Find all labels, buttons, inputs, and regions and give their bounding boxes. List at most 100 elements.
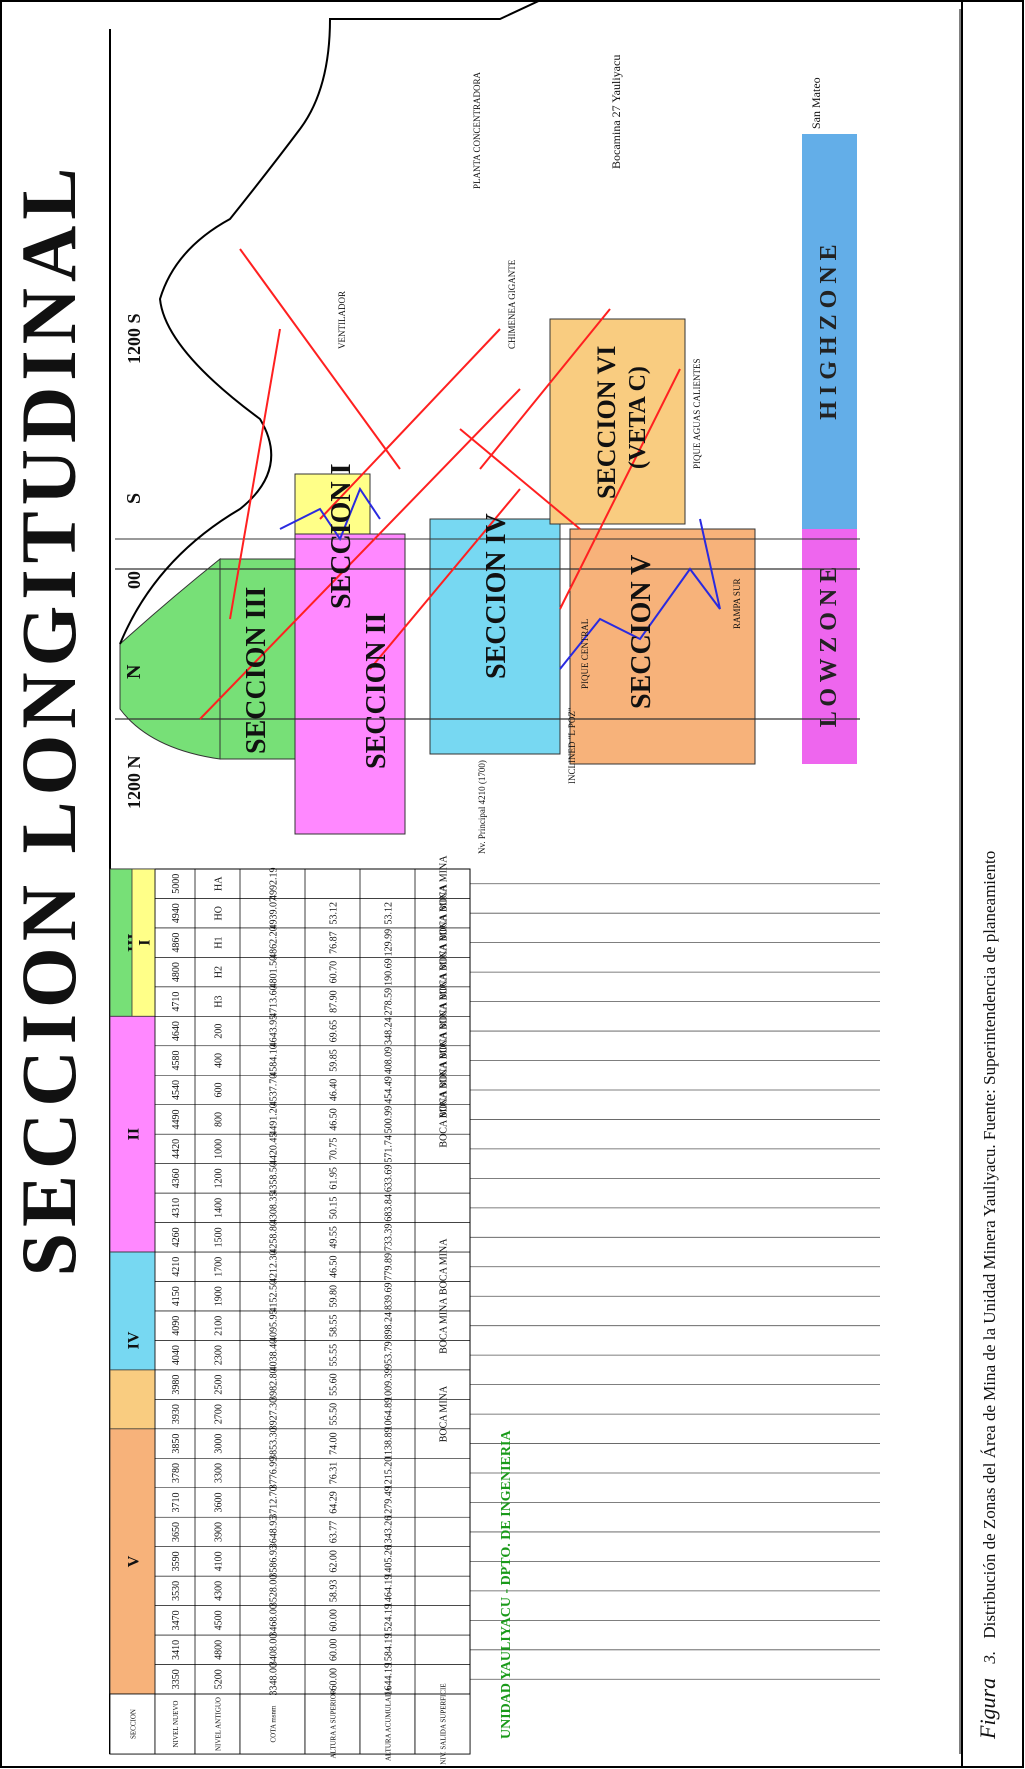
- table-cell: 46.40: [329, 1079, 340, 1102]
- section-V-block: [569, 528, 756, 765]
- table-cell: 1405.26: [384, 1545, 395, 1578]
- table-cell: H3: [214, 995, 225, 1007]
- section-III-label: SECCION III: [241, 587, 272, 754]
- table-cell: 4800: [214, 1640, 225, 1660]
- table-cell: 60.00: [329, 1609, 340, 1632]
- table-cell: 4300: [214, 1581, 225, 1601]
- table-cell: BOCA MINA: [439, 855, 450, 912]
- table-cell: 4420: [171, 1139, 182, 1159]
- ventilador-label: VENTILADOR: [337, 291, 347, 349]
- table-cell: 4584.10: [269, 1044, 280, 1077]
- table-cell: 3000: [214, 1434, 225, 1454]
- bocamina-label: Bocamina 27 Yauliyacu: [609, 55, 623, 169]
- table-cell: 3300: [214, 1463, 225, 1483]
- table-cell: 454.49: [384, 1076, 395, 1104]
- table-cell: 70.75: [329, 1138, 340, 1161]
- table-cell: 3648.93: [269, 1516, 280, 1549]
- table-cell: 4040: [171, 1345, 182, 1365]
- table-cell: 400: [214, 1053, 225, 1068]
- marker-1200s: 1200 S: [124, 313, 144, 364]
- table-cell: 55.60: [329, 1373, 340, 1396]
- high-zone-label: H I G H Z O N E: [816, 244, 842, 419]
- credit-label: UNIDAD YAULIYACU - DPTO. DE INGENIERIA: [499, 1430, 514, 1739]
- table-cell: 3780: [171, 1463, 182, 1483]
- section-II-block: [294, 533, 406, 835]
- caption-line: Figura 3. Distribución de Zonas del Área…: [975, 851, 1000, 1740]
- table-header-cell: NIVEL NUEVO: [172, 1701, 180, 1748]
- table-cell: 1524.19: [384, 1604, 395, 1637]
- table-cell: 53.12: [384, 902, 395, 925]
- table-cell: 3600: [214, 1492, 225, 1512]
- table-cell: 4939.07: [269, 897, 280, 930]
- low-zone-band-fill: [802, 529, 857, 764]
- table-cell: 59.80: [329, 1285, 340, 1308]
- table-cell: 1900: [214, 1286, 225, 1306]
- table-cell: 1215.20: [384, 1457, 395, 1490]
- inclined-label: INCLINED "L POZ": [567, 707, 577, 784]
- table-cell: 4090: [171, 1316, 182, 1336]
- table-cell: 1279.49: [384, 1486, 395, 1519]
- table-cell: 3468.00: [269, 1604, 280, 1637]
- table-cell: 4150: [171, 1286, 182, 1306]
- table-cell: 3410: [171, 1640, 182, 1660]
- table-cell: 500.99: [384, 1106, 395, 1134]
- table-cell: BOCA MINA: [439, 1061, 450, 1118]
- table-cell: 1009.39: [384, 1368, 395, 1401]
- table-cell: 4258.80: [269, 1221, 280, 1254]
- table-cell: 3850: [171, 1434, 182, 1454]
- table-cell: 3650: [171, 1522, 182, 1542]
- section-V-label: SECCION V: [626, 555, 657, 709]
- table-cell: 571.74: [384, 1135, 395, 1163]
- table-cell: 1343.26: [384, 1516, 395, 1549]
- table-cell: 4940: [171, 903, 182, 923]
- table-cell: 3927.30: [269, 1398, 280, 1431]
- table-header-cell: NIV. SALIDA SUPERFICIE: [440, 1683, 448, 1764]
- table-cell: 4152.50: [269, 1280, 280, 1313]
- table-cell: HA: [214, 876, 225, 891]
- table-cell: 3350: [171, 1669, 182, 1689]
- table-cell: 4500: [214, 1610, 225, 1630]
- table-cell: 1700: [214, 1257, 225, 1277]
- table-cell: 50.15: [329, 1197, 340, 1220]
- table-header-cell: COTA msnm: [270, 1705, 278, 1743]
- section-I-label: SECCION I: [326, 464, 357, 609]
- table-cell: 600: [214, 1082, 225, 1097]
- table-cell: 4860: [171, 933, 182, 953]
- table-cell: 4358.50: [269, 1162, 280, 1195]
- table-cell: 4038.40: [269, 1339, 280, 1372]
- table-cell: 76.31: [329, 1462, 340, 1485]
- planta-label: PLANTA CONCENTRADORA: [472, 71, 482, 189]
- table-cell: 3980: [171, 1375, 182, 1395]
- table-cell: H1: [214, 937, 225, 949]
- table-cell: 190.69: [384, 958, 395, 986]
- table-cell: 60.00: [329, 1668, 340, 1691]
- table-cell: 2700: [214, 1404, 225, 1424]
- table-cell: 4640: [171, 1021, 182, 1041]
- low-zone-label: L O W Z O N E: [816, 567, 842, 728]
- table-cell: 5200: [214, 1669, 225, 1689]
- san-mateo-label: San Mateo: [809, 77, 823, 129]
- table-section-label: IV: [126, 1331, 143, 1349]
- pique-aguas-label: PIQUE AGUAS CALIENTES: [692, 358, 702, 469]
- marker-center: 00: [124, 571, 144, 589]
- table-cell: 1000: [214, 1139, 225, 1159]
- table-cell: BOCA MINA: [439, 943, 450, 1000]
- table-header-cell: ALTURA ACUMULADA: [385, 1687, 393, 1761]
- caption-number: 3.: [980, 1651, 999, 1665]
- surface-profile: [119, 0, 700, 645]
- table-cell: H2: [214, 966, 225, 978]
- table-cell: 5000: [171, 874, 182, 894]
- table-cell: 4308.35: [269, 1192, 280, 1225]
- table-cell: 60.00: [329, 1639, 340, 1662]
- table-cell: BOCA MINA: [439, 1090, 450, 1147]
- table-cell: 1400: [214, 1198, 225, 1218]
- table-cell: 4490: [171, 1109, 182, 1129]
- table-cell: 4210: [171, 1257, 182, 1277]
- table-cell: 2500: [214, 1375, 225, 1395]
- rampa-sur-label: RAMPA SUR: [732, 579, 742, 629]
- table-cell: 59.85: [329, 1049, 340, 1072]
- table-cell: BOCA MINA: [439, 1238, 450, 1295]
- chimenea-label: CHIMENEA GIGANTE: [507, 259, 517, 349]
- table-cell: 3590: [171, 1551, 182, 1571]
